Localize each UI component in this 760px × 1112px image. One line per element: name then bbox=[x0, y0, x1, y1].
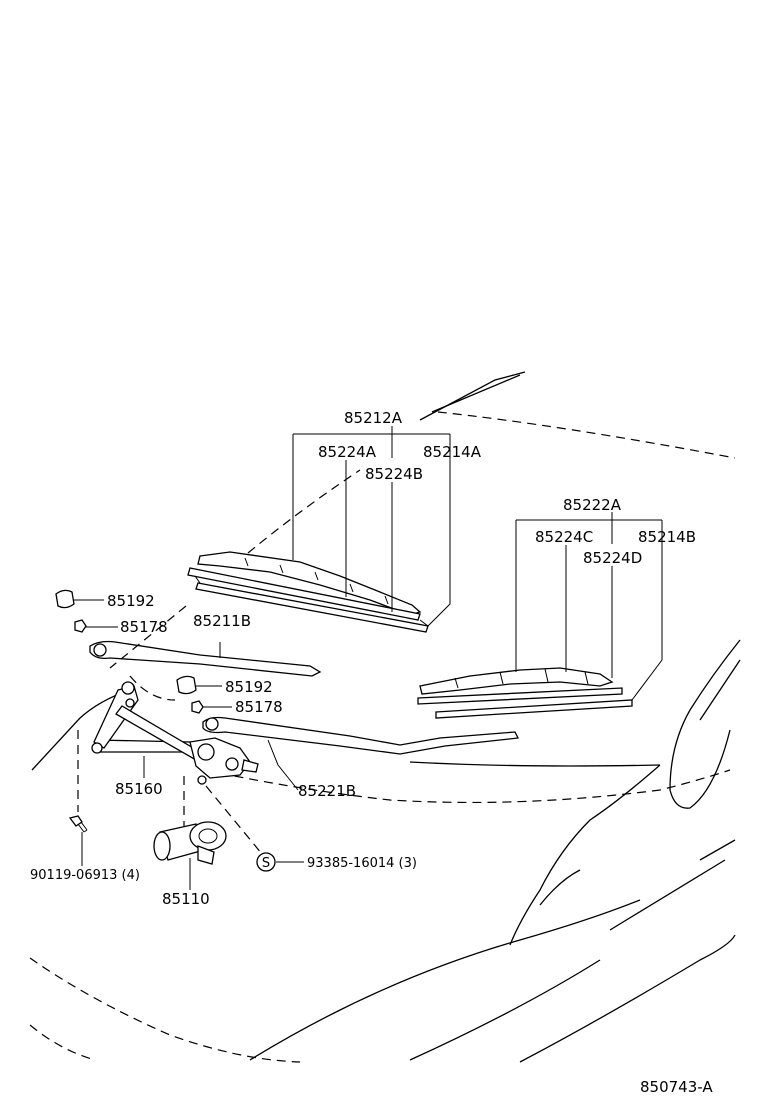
cap-85192-upper bbox=[55, 589, 75, 609]
label-85214B: 85214B bbox=[638, 528, 696, 546]
label-85212A: 85212A bbox=[344, 409, 403, 427]
wiper-blade-rh bbox=[417, 667, 633, 719]
label-85160: 85160 bbox=[115, 780, 163, 798]
wiper-arm-rh bbox=[202, 716, 519, 755]
label-85222A: 85222A bbox=[563, 496, 622, 514]
label-85192-upper: 85192 bbox=[107, 592, 155, 610]
label-85178-lower: 85178 bbox=[235, 698, 283, 716]
cap-85192-lower bbox=[176, 675, 197, 695]
wiper-motor bbox=[153, 821, 227, 865]
label-85224C: 85224C bbox=[535, 528, 593, 546]
label-85221B: 85221B bbox=[298, 782, 356, 800]
label-90119: 90119-06913 (4) bbox=[30, 868, 140, 883]
wiper-arm-lh bbox=[89, 640, 322, 677]
nut-85178-lower bbox=[191, 700, 204, 714]
leader-lines bbox=[74, 426, 663, 890]
special-bolt-marker-icon bbox=[256, 852, 276, 872]
diagram-code: 850743-A bbox=[640, 1078, 713, 1096]
part-labels: 85212A 85224A 85214A 85224B 85222A 85224… bbox=[30, 409, 713, 1096]
label-85214A: 85214A bbox=[423, 443, 482, 461]
label-85224A: 85224A bbox=[318, 443, 377, 461]
link-assembly bbox=[91, 681, 259, 785]
label-85224B: 85224B bbox=[365, 465, 423, 483]
wiper-blade-lh bbox=[187, 551, 429, 633]
label-85110: 85110 bbox=[162, 890, 210, 908]
nut-85178-upper bbox=[74, 619, 87, 633]
special-marker-letter: S bbox=[262, 856, 270, 871]
label-93385: 93385-16014 (3) bbox=[307, 856, 417, 871]
label-85224D: 85224D bbox=[583, 549, 642, 567]
bolt-90119 bbox=[68, 815, 88, 833]
label-85211B: 85211B bbox=[193, 612, 251, 630]
label-85178-upper: 85178 bbox=[120, 618, 168, 636]
body-outline bbox=[29, 371, 741, 1063]
label-85192-lower: 85192 bbox=[225, 678, 273, 696]
